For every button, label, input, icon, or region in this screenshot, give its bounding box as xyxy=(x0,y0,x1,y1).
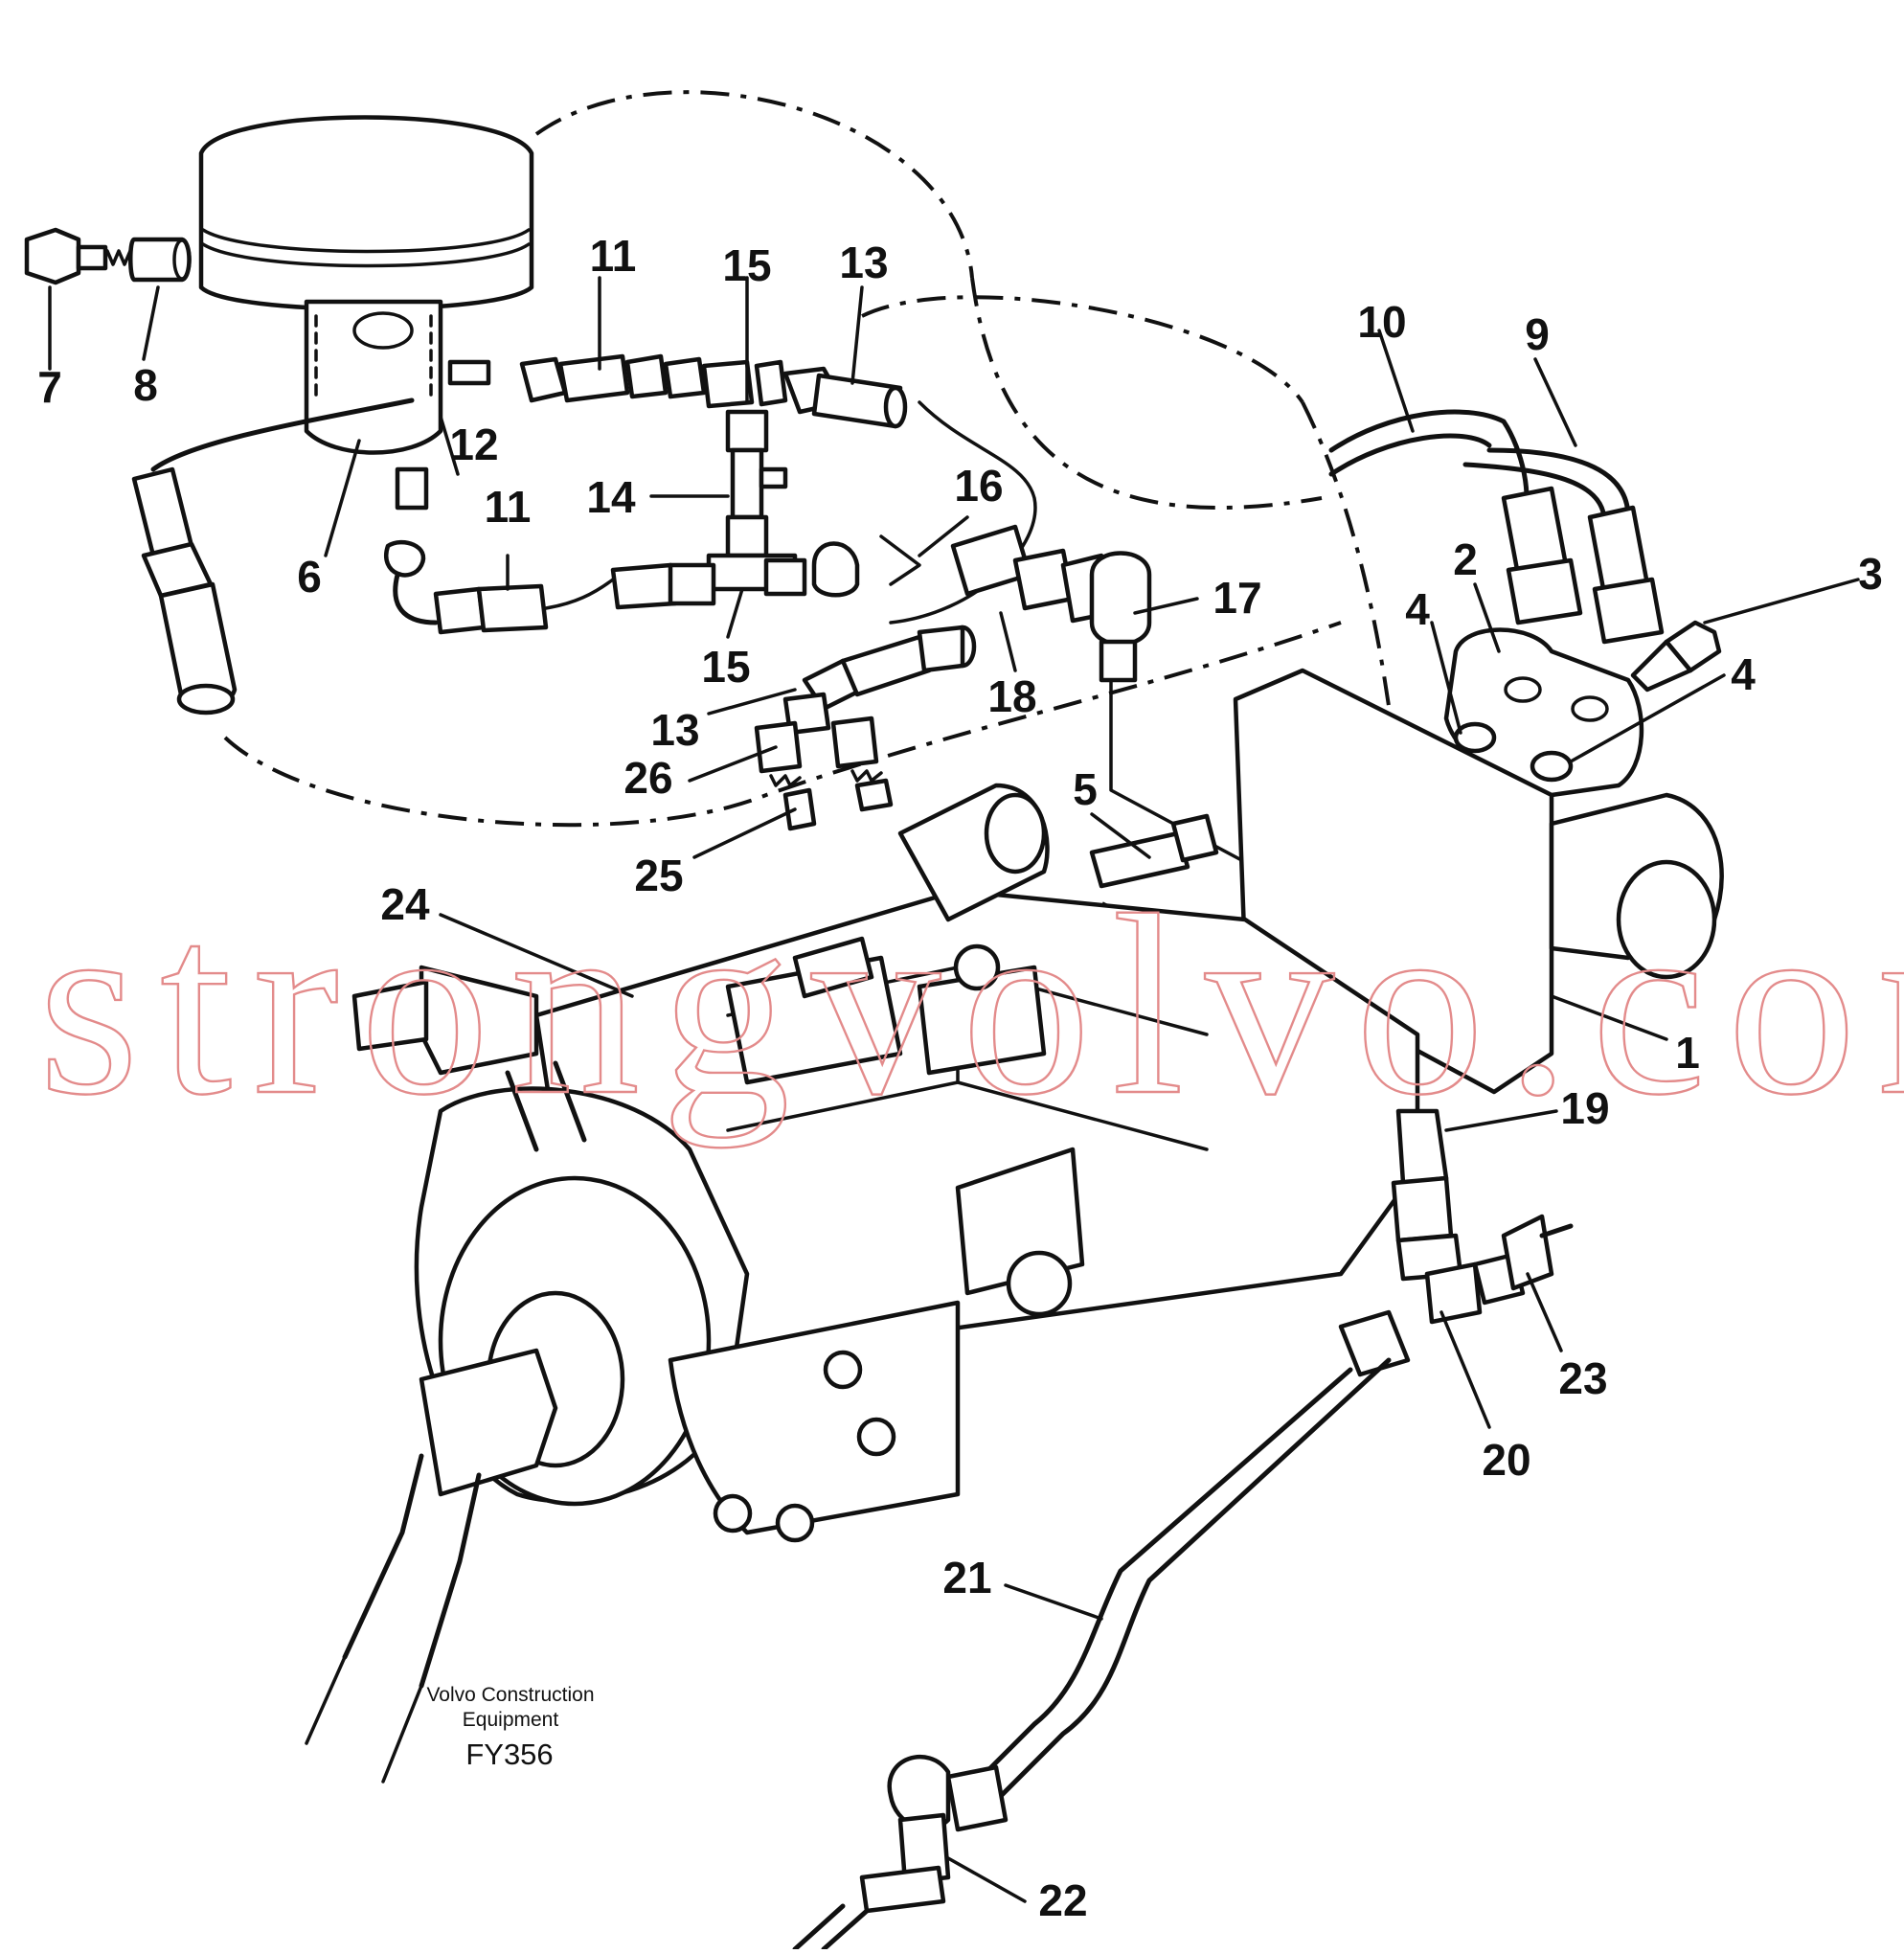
callout-numbers: 1 2 3 4 4 5 6 7 8 9 10 11 11 12 13 13 14… xyxy=(37,231,1883,1925)
callout-11-upper: 11 xyxy=(590,231,637,281)
fitting-plug-and-spring xyxy=(24,227,192,285)
credit-line-2: Equipment xyxy=(463,1709,559,1731)
lower-pipe-run xyxy=(384,466,807,635)
credit-block: Volvo Construction Equipment FY356 xyxy=(426,1684,594,1771)
callout-1: 1 xyxy=(1675,1028,1700,1078)
main-pump xyxy=(305,668,1724,1784)
credit-line-1: Volvo Construction xyxy=(426,1684,594,1706)
callout-9: 9 xyxy=(1525,309,1550,359)
callout-26: 26 xyxy=(623,753,672,803)
fittings-13-25-26 xyxy=(754,625,977,831)
callout-8: 8 xyxy=(133,360,158,410)
watermark-text: strongvolvo.com xyxy=(38,862,1904,1148)
upper-pipe-run xyxy=(519,353,908,592)
fittings-19-20-23 xyxy=(1338,1108,1574,1377)
callout-15-upper: 15 xyxy=(722,240,771,290)
callout-14: 14 xyxy=(586,472,636,522)
callout-6: 6 xyxy=(297,552,322,602)
hoses-9-10 xyxy=(1328,409,1665,645)
callout-24: 24 xyxy=(380,879,430,929)
callout-4-upper: 4 xyxy=(1405,584,1430,634)
fittings-16-17-18 xyxy=(811,524,1152,683)
callout-16: 16 xyxy=(954,461,1003,511)
callout-13-lower: 13 xyxy=(650,705,699,755)
callout-13-upper: 13 xyxy=(839,238,888,287)
bolt-5 xyxy=(1089,813,1219,889)
hydraulic-tank xyxy=(198,115,534,455)
leader-lines xyxy=(48,276,1860,1903)
callout-7: 7 xyxy=(37,362,62,412)
callout-23: 23 xyxy=(1558,1353,1607,1403)
callout-21: 21 xyxy=(942,1553,991,1602)
callout-11-lower: 11 xyxy=(485,482,532,532)
hose-left xyxy=(131,398,415,716)
callout-15-lower: 15 xyxy=(701,642,750,692)
callout-4-lower: 4 xyxy=(1731,649,1756,699)
callout-25: 25 xyxy=(634,851,683,900)
callout-5: 5 xyxy=(1073,764,1098,814)
callout-19: 19 xyxy=(1560,1083,1609,1133)
pipe-21-tee-22 xyxy=(792,1357,1392,1952)
callout-18: 18 xyxy=(987,671,1036,721)
callout-20: 20 xyxy=(1482,1435,1530,1485)
callout-22: 22 xyxy=(1038,1875,1087,1925)
callout-17: 17 xyxy=(1213,573,1261,623)
callout-12: 12 xyxy=(449,420,498,469)
callout-2: 2 xyxy=(1453,534,1478,584)
figure-code: FY356 xyxy=(465,1738,553,1771)
callout-10: 10 xyxy=(1357,297,1406,347)
callout-3: 3 xyxy=(1858,549,1883,599)
